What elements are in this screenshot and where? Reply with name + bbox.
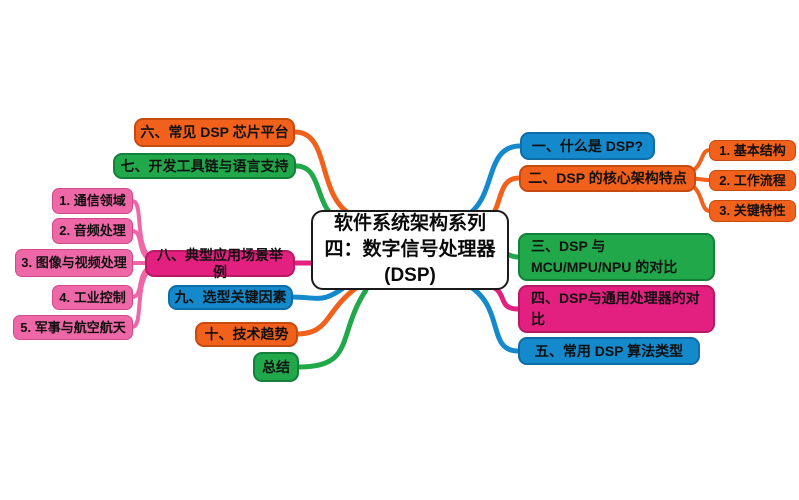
- node-dsp-chip-platforms[interactable]: 六、常见 DSP 芯片平台: [134, 118, 295, 147]
- child-communication[interactable]: 1. 通信领域: [52, 188, 133, 214]
- connector-center-to-tech-trends: [293, 285, 359, 337]
- child-military-aerospace[interactable]: 5. 军事与航空航天: [13, 315, 133, 340]
- child-key-features[interactable]: 3. 关键特性: [709, 200, 796, 222]
- child-workflow[interactable]: 2. 工作流程: [709, 170, 796, 191]
- node-tech-trends[interactable]: 十、技术趋势: [195, 322, 298, 347]
- connector-center-to-selection-factors: [289, 283, 349, 301]
- child-industrial-control[interactable]: 4. 工业控制: [52, 285, 133, 310]
- node-dsp-vs-general-processor[interactable]: 四、DSP与通用处理器的对 比: [518, 285, 715, 333]
- node-what-is-dsp[interactable]: 一、什么是 DSP?: [520, 132, 655, 160]
- child-image-video-processing[interactable]: 3. 图像与视频处理: [15, 249, 133, 277]
- node-dsp-vs-mcu-mpu-npu[interactable]: 三、DSP 与 MCU/MPU/NPU 的对比: [518, 233, 715, 281]
- node-core-architecture[interactable]: 二、DSP 的核心架构特点: [519, 165, 696, 192]
- connector-center-to-summary: [295, 287, 369, 370]
- node-selection-factors[interactable]: 九、选型关键因素: [168, 285, 293, 310]
- central-topic[interactable]: 软件系统架构系列 四：数字信号处理器 (DSP): [311, 210, 509, 290]
- child-audio-processing[interactable]: 2. 音频处理: [52, 218, 133, 244]
- node-toolchain-language-support[interactable]: 七、开发工具链与语言支持: [113, 153, 296, 179]
- connector-center-to-chip-platforms: [292, 129, 353, 217]
- connector-center-to-what-is-dsp: [463, 143, 523, 219]
- node-application-scenarios[interactable]: 八、典型应用场景举例: [145, 247, 295, 280]
- connector-center-to-algorithm-types: [463, 281, 521, 354]
- child-basic-structure[interactable]: 1. 基本结构: [709, 140, 796, 161]
- node-summary[interactable]: 总结: [253, 352, 299, 382]
- node-dsp-algorithm-types[interactable]: 五、常用 DSP 算法类型: [518, 337, 700, 365]
